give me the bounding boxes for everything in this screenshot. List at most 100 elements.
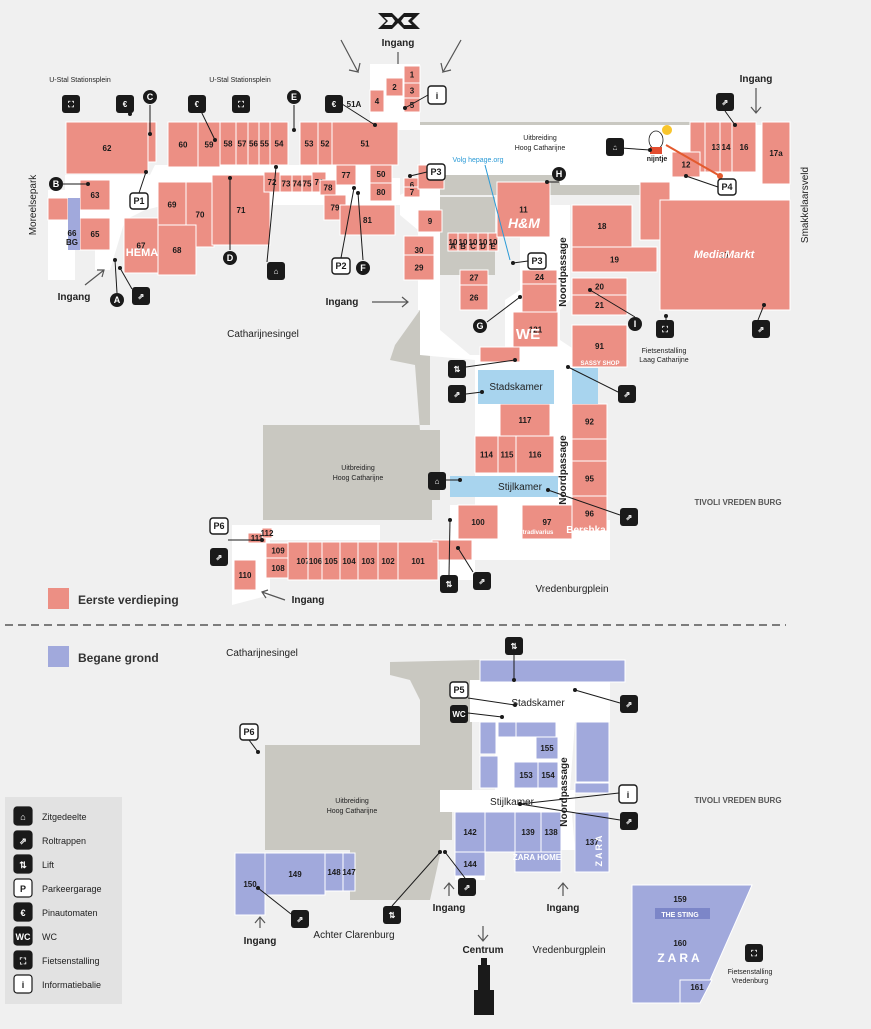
- fietsenstalling-icon[interactable]: [62, 95, 80, 113]
- shop-unit[interactable]: [515, 721, 557, 738]
- shop-unit[interactable]: [147, 121, 157, 163]
- shop-unit[interactable]: [234, 852, 266, 916]
- shop-unit[interactable]: [335, 164, 357, 186]
- shop-unit[interactable]: [484, 811, 516, 853]
- shop-unit[interactable]: [497, 721, 517, 738]
- marker-e[interactable]: [287, 90, 301, 104]
- shop-unit[interactable]: [571, 403, 608, 440]
- shop-unit[interactable]: [79, 179, 111, 211]
- shop-unit[interactable]: [403, 186, 421, 198]
- shop-unit[interactable]: [513, 761, 539, 789]
- marker-d[interactable]: [223, 251, 237, 265]
- shop-unit[interactable]: [233, 559, 257, 591]
- shop-unit[interactable]: [659, 199, 791, 311]
- shop-unit[interactable]: [571, 294, 628, 316]
- lift-icon[interactable]: [383, 906, 401, 924]
- shop-unit[interactable]: [369, 182, 393, 202]
- shop-unit[interactable]: [157, 181, 187, 228]
- fietsenstalling-icon[interactable]: [656, 320, 674, 338]
- shop-unit[interactable]: [571, 324, 628, 368]
- shop-unit[interactable]: [761, 121, 791, 185]
- shop-unit[interactable]: [342, 852, 356, 892]
- shop-unit-66[interactable]: [68, 198, 80, 250]
- lift-icon[interactable]: [505, 637, 523, 655]
- shop-unit[interactable]: [512, 311, 559, 348]
- shop-unit[interactable]: [537, 761, 559, 789]
- shop-unit[interactable]: [514, 851, 562, 873]
- shop-unit[interactable]: [731, 121, 757, 173]
- shop-unit[interactable]: [514, 811, 542, 853]
- roltrappen-icon[interactable]: [752, 320, 770, 338]
- shop-unit[interactable]: [574, 811, 610, 873]
- shop-unit[interactable]: [385, 77, 404, 97]
- zitgelegenheid-icon[interactable]: [428, 472, 446, 490]
- parking-p6-icon[interactable]: [209, 517, 229, 535]
- shop-unit[interactable]: [571, 460, 608, 497]
- shop-unit[interactable]: [459, 284, 489, 311]
- shop-unit[interactable]: [79, 217, 111, 251]
- shop-unit[interactable]: [535, 736, 559, 760]
- lift-icon[interactable]: [440, 575, 458, 593]
- roltrappen-icon[interactable]: [458, 878, 476, 896]
- shop-unit[interactable]: [479, 721, 497, 755]
- lift-icon[interactable]: [448, 360, 466, 378]
- shop-unit[interactable]: [457, 504, 499, 540]
- shop-unit[interactable]: [487, 232, 499, 252]
- marker-b[interactable]: [49, 177, 63, 191]
- shop-unit[interactable]: [479, 659, 626, 683]
- shop-unit[interactable]: [571, 495, 608, 532]
- roltrappen-icon[interactable]: [448, 385, 466, 403]
- roltrappen-icon[interactable]: [473, 572, 491, 590]
- roltrappen-icon[interactable]: [618, 385, 636, 403]
- marker-f[interactable]: [356, 261, 370, 275]
- shop-161[interactable]: [679, 979, 713, 1004]
- shop-unit[interactable]: [575, 721, 610, 783]
- marker-g[interactable]: [473, 319, 487, 333]
- fietsenstalling-icon[interactable]: [745, 944, 763, 962]
- shop-unit[interactable]: [369, 89, 385, 113]
- roltrappen-icon[interactable]: [716, 93, 734, 111]
- fietsenstalling-icon[interactable]: [232, 95, 250, 113]
- roltrappen-icon[interactable]: [210, 548, 228, 566]
- shop-unit[interactable]: [479, 755, 499, 789]
- shop-unit[interactable]: [167, 121, 199, 168]
- shop-unit[interactable]: [521, 504, 573, 540]
- shop-unit[interactable]: [403, 254, 435, 281]
- informatiebalie-icon[interactable]: [618, 784, 638, 804]
- marker-i[interactable]: [628, 317, 642, 331]
- shop-unit[interactable]: [65, 121, 149, 175]
- shop-unit[interactable]: [574, 782, 610, 794]
- marker-h[interactable]: [552, 167, 566, 181]
- shop-unit[interactable]: [269, 121, 289, 166]
- shop-unit[interactable]: [264, 852, 326, 896]
- roltrappen-icon[interactable]: [620, 812, 638, 830]
- zitgelegenheid-icon[interactable]: [606, 138, 624, 156]
- marker-c[interactable]: [143, 90, 157, 104]
- shop-unit[interactable]: [454, 811, 486, 853]
- shop-unit[interactable]: [211, 174, 271, 246]
- shop-unit[interactable]: [261, 527, 273, 539]
- shop-unit[interactable]: [571, 246, 658, 273]
- shop-unit[interactable]: [571, 204, 633, 248]
- shop-unit[interactable]: [417, 209, 443, 233]
- shop-unit[interactable]: [521, 283, 558, 313]
- roltrappen-icon[interactable]: [620, 695, 638, 713]
- shop-unit[interactable]: [571, 438, 608, 462]
- zitgelegenheid-icon[interactable]: [267, 262, 285, 280]
- roltrappen-icon[interactable]: [620, 508, 638, 526]
- wc-icon[interactable]: [450, 705, 468, 723]
- marker-a[interactable]: [110, 293, 124, 307]
- shop-unit[interactable]: [331, 121, 399, 166]
- parking-p5-icon[interactable]: [449, 681, 469, 699]
- shop-unit[interactable]: [499, 403, 551, 437]
- shop-unit[interactable]: [397, 541, 439, 581]
- roltrappen-icon[interactable]: [291, 910, 309, 928]
- shop-unit[interactable]: [123, 217, 159, 274]
- pinautomaat-icon[interactable]: [325, 95, 343, 113]
- shop-unit[interactable]: [47, 197, 69, 221]
- shop-unit[interactable]: [339, 204, 396, 236]
- roltrappen-icon[interactable]: [132, 287, 150, 305]
- shop-unit[interactable]: [515, 435, 555, 474]
- shop-unit[interactable]: [496, 181, 551, 238]
- shop-unit[interactable]: [157, 224, 197, 276]
